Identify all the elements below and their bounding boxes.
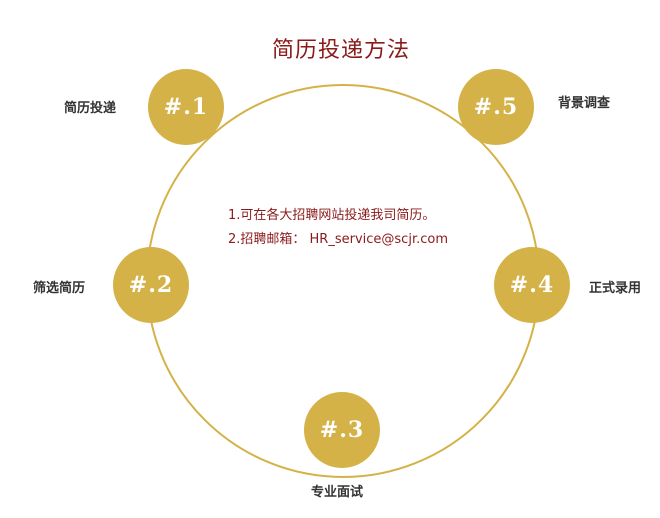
step-5-badge: #.5	[458, 69, 534, 145]
step-5-badge-text: #.5	[473, 94, 519, 120]
step-1-badge-text: #.1	[163, 94, 209, 120]
info-line-2: 2.招聘邮箱： HR_service@scjr.com	[228, 232, 448, 247]
step-4-label: 正式录用	[589, 281, 642, 296]
step-4-badge-text: #.4	[509, 272, 555, 298]
step-2-label: 筛选简历	[33, 281, 86, 296]
step-3-badge: #.3	[304, 392, 380, 468]
diagram-title: 简历投递方法	[250, 34, 432, 68]
step-4-badge: #.4	[494, 247, 570, 323]
step-5-label: 背景调查	[558, 96, 611, 111]
step-1-label: 简历投递	[64, 101, 117, 116]
step-2-badge: #.2	[113, 247, 189, 323]
step-3-badge-text: #.3	[319, 417, 365, 443]
step-3-label: 专业面试	[311, 485, 364, 500]
info-line-1: 1.可在各大招聘网站投递我司简历。	[228, 208, 436, 223]
info-block: 1.可在各大招聘网站投递我司简历。 2.招聘邮箱： HR_service@scj…	[228, 204, 448, 252]
step-2-badge-text: #.2	[128, 272, 174, 298]
step-1-badge: #.1	[148, 69, 224, 145]
